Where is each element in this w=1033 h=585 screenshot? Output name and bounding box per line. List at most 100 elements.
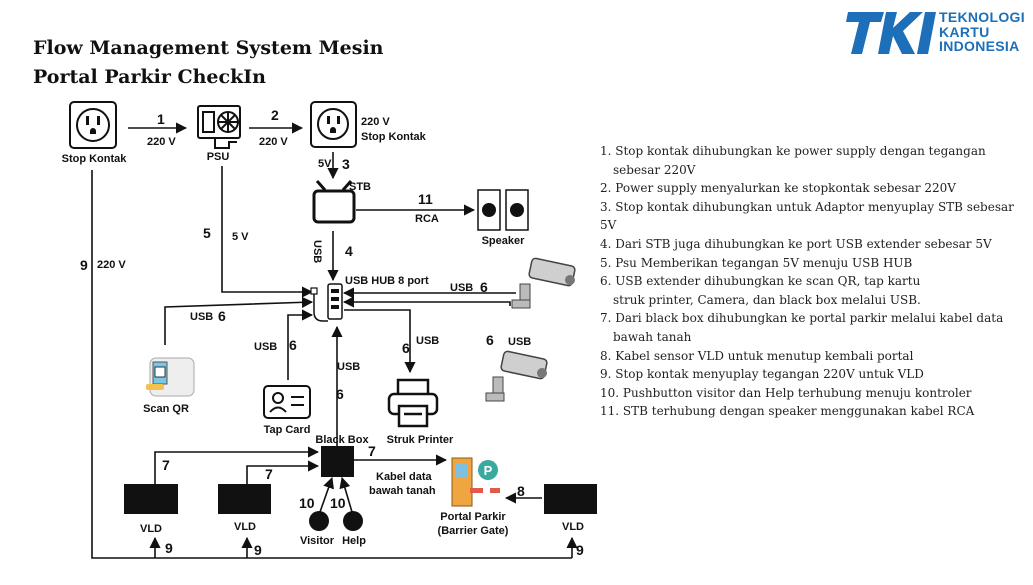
edge-7-vld2-number: 7 <box>265 466 273 482</box>
vld-sensor-2 <box>218 484 271 514</box>
cctv-camera-icon <box>485 350 548 402</box>
legend-item: 9. Stop kontak menyuplay tegangan 220V u… <box>600 367 924 382</box>
legend-item: 1. Stop kontak dihubungkan ke power supp… <box>600 144 986 158</box>
printer-icon <box>387 378 439 428</box>
edge-6-printer <box>344 309 416 374</box>
usb-hub-icon <box>310 283 343 322</box>
legend-item: bawah tanah <box>613 329 692 344</box>
vld-sensor-3 <box>544 484 597 514</box>
edge-10-help <box>339 476 353 513</box>
edge-9-main <box>91 170 572 559</box>
legend-item: 6. USB extender dihubungkan ke scan QR, … <box>600 274 921 289</box>
edge-7-portal-label-1: Kabel data <box>376 471 433 483</box>
edge-7-vld2 <box>246 460 320 484</box>
edge-8-number: 8 <box>517 483 525 499</box>
vld-1-label: VLD <box>140 523 162 535</box>
legend-item: 7. Dari black box dihubungkan ke portal … <box>600 311 1004 326</box>
legend-item: 11. STB terhubung dengan speaker menggun… <box>600 404 975 419</box>
legend-item: 10. Pushbutton visitor dan Help terhubun… <box>600 385 972 400</box>
edge-5 <box>221 166 314 298</box>
edge-6-tapcard-number: 6 <box>289 337 297 353</box>
id-card-icon <box>263 385 311 419</box>
edge-6-camera1-number: 6 <box>480 279 488 295</box>
vld-sensor-1 <box>124 484 178 514</box>
edge-3-label: 5V <box>318 158 332 170</box>
legend-list: 1. Stop kontak dihubungkan ke power supp… <box>600 142 1020 421</box>
edge-6-printer-number: 6 <box>402 340 410 356</box>
edge-5-number: 5 <box>203 225 211 241</box>
logo-line-2: KARTU <box>939 23 990 40</box>
scan-qr-label: Scan QR <box>143 403 189 415</box>
company-logo <box>846 12 936 54</box>
legend-item: 4. Dari STB juga dihubungkan ke port USB… <box>600 236 992 251</box>
edge-6-camera1-label: USB <box>450 282 473 294</box>
psu-icon <box>197 105 241 149</box>
logo-line-1: TEKNOLOGI <box>939 9 1025 25</box>
vld-3-label: VLD <box>562 521 584 533</box>
stb-label: STB <box>349 181 371 193</box>
edge-6-camera2 <box>342 296 511 308</box>
tap-card-label: Tap Card <box>264 424 311 436</box>
edge-4-label: USB <box>311 240 323 263</box>
edge-5-label: 5 V <box>232 231 249 243</box>
visitor-button <box>309 511 329 531</box>
barrier-gate-icon: P <box>451 457 500 507</box>
stop-kontak-2-voltage: 220 V <box>361 116 390 128</box>
page-title: Flow Management System Mesin Portal Park… <box>33 37 384 88</box>
edge-1-label: 220 V <box>147 136 176 148</box>
visitor-label: Visitor <box>300 535 335 547</box>
black-box-controller <box>321 446 354 477</box>
edge-10-visitor-number: 10 <box>299 495 315 511</box>
edge-6-printer-label: USB <box>416 335 439 347</box>
edge-7-portal-number: 7 <box>368 443 376 459</box>
black-box-label: Black Box <box>315 434 369 446</box>
vld-2-label: VLD <box>234 521 256 533</box>
edge-9-label: 220 V <box>97 259 126 271</box>
qr-scanner-icon <box>146 357 195 397</box>
edge-10-help-number: 10 <box>330 495 346 511</box>
power-outlet-icon <box>310 101 357 148</box>
edge-9-vld3-number: 9 <box>576 542 584 558</box>
legend-item: 3. Stop kontak dihubungkan untuk Adaptor… <box>600 199 1014 233</box>
psu-label: PSU <box>207 151 230 163</box>
edge-11-number: 11 <box>418 191 433 207</box>
edge-11-label: RCA <box>415 213 439 225</box>
power-outlet-icon <box>69 101 117 149</box>
legend-item: 8. Kabel sensor VLD untuk menutup kembal… <box>600 348 914 363</box>
edge-6-blackbox-number: 6 <box>336 386 344 402</box>
edge-9-number: 9 <box>80 257 88 273</box>
edge-6-blackbox-label: USB <box>337 361 360 373</box>
svg-text:P: P <box>484 463 493 478</box>
portal-label-2: (Barrier Gate) <box>438 525 509 537</box>
edge-7-portal-label-2: bawah tanah <box>369 485 436 497</box>
edge-7-vld1-number: 7 <box>162 457 170 473</box>
legend-item: struk printer, Camera, dan black box mel… <box>613 292 921 307</box>
edge-7-vld1 <box>154 446 320 484</box>
edge-6-tapcard <box>287 309 314 380</box>
edge-10-visitor <box>319 476 334 513</box>
company-logo-text: TEKNOLOGI KARTU INDONESIA <box>939 10 1025 54</box>
tki-logo-icon <box>846 12 936 54</box>
edge-6-qr <box>164 296 314 345</box>
stop-kontak-1-label: Stop Kontak <box>62 153 128 165</box>
edge-6-camera2-label: USB <box>508 336 531 348</box>
edge-4-number: 4 <box>345 243 353 259</box>
edge-3-number: 3 <box>342 156 350 172</box>
help-label: Help <box>342 535 366 547</box>
legend-item: 2. Power supply menyalurkan ke stopkonta… <box>600 181 956 196</box>
speaker-icon <box>477 189 529 231</box>
logo-line-3: INDONESIA <box>939 38 1020 54</box>
legend-item: 5. Psu Memberikan tegangan 5V menuju USB… <box>600 255 913 270</box>
struk-printer-label: Struk Printer <box>387 434 454 446</box>
speaker-label: Speaker <box>482 235 526 247</box>
stop-kontak-2-label: Stop Kontak <box>361 131 427 143</box>
edge-1-number: 1 <box>157 111 165 127</box>
edge-6-tapcard-label: USB <box>254 341 277 353</box>
portal-label-1: Portal Parkir <box>440 511 506 523</box>
help-button <box>343 511 363 531</box>
cctv-camera-icon <box>511 257 576 309</box>
edge-2-label: 220 V <box>259 136 288 148</box>
edge-2-number: 2 <box>271 107 279 123</box>
edge-9-vld2-number: 9 <box>254 542 262 558</box>
